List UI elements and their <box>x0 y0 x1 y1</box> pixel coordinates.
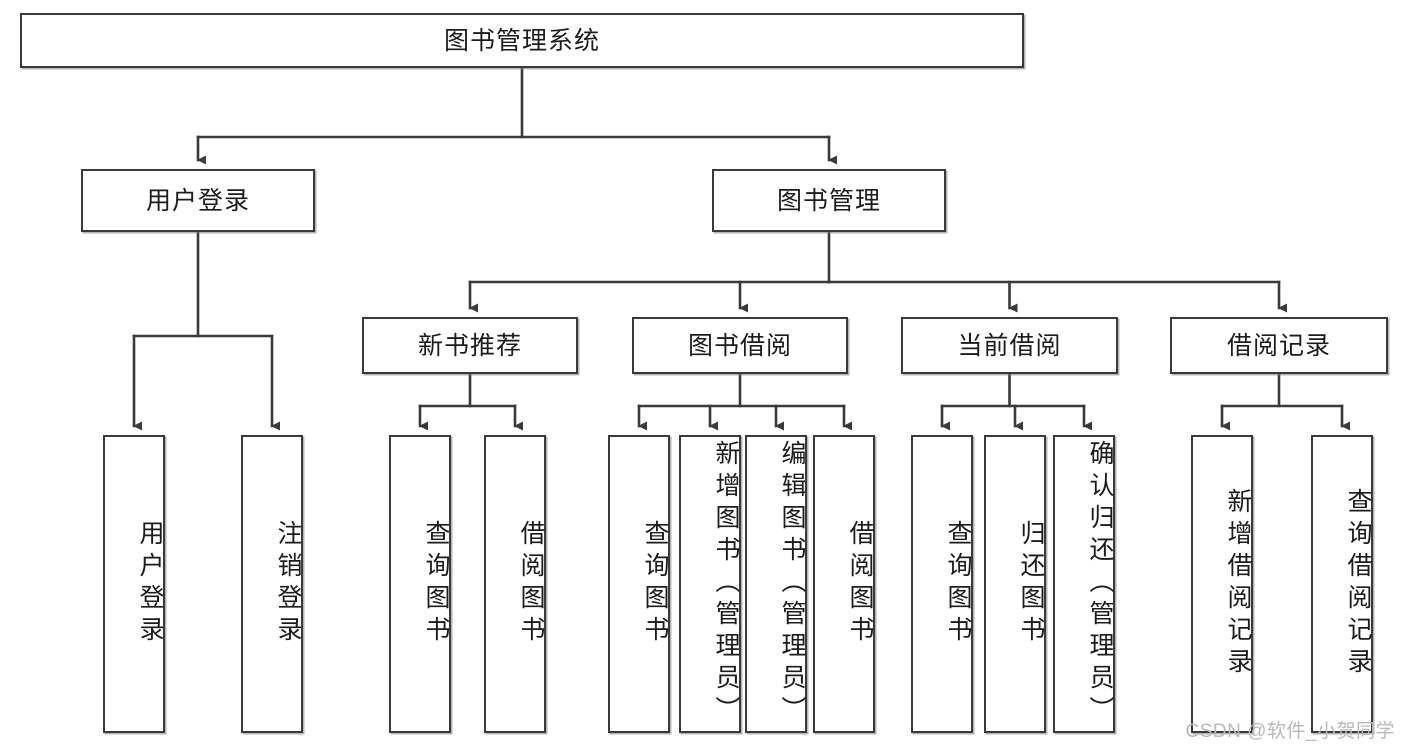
node-leaf-return-book-label: 归还图书 <box>1017 520 1045 648</box>
node-leaf-query-book-2[interactable]: 查询图书 <box>608 435 670 733</box>
node-leaf-edit-book[interactable]: 编辑图书（管理员） <box>745 435 807 733</box>
node-leaf-query-book-3[interactable]: 查询图书 <box>911 435 973 733</box>
node-leaf-user-login-label: 用户登录 <box>136 520 164 648</box>
node-book-management-label: 图书管理 <box>776 186 881 215</box>
node-book-management[interactable]: 图书管理 <box>712 169 946 232</box>
watermark: CSDN @软件_小贺同学 <box>1185 721 1395 742</box>
node-user-login-label: 用户登录 <box>145 186 250 215</box>
node-leaf-add-record-label: 新增借阅记录 <box>1224 488 1252 680</box>
node-leaf-user-login[interactable]: 用户登录 <box>103 435 165 733</box>
node-leaf-query-book-1[interactable]: 查询图书 <box>389 435 451 733</box>
node-new-book-recommend[interactable]: 新书推荐 <box>362 317 578 374</box>
node-leaf-logout[interactable]: 注销登录 <box>241 435 303 733</box>
node-leaf-borrow-book-1[interactable]: 借阅图书 <box>484 435 546 733</box>
node-borrow-record-label: 借阅记录 <box>1226 331 1331 360</box>
node-leaf-query-record-label: 查询借阅记录 <box>1344 488 1372 680</box>
node-root[interactable]: 图书管理系统 <box>20 13 1024 68</box>
node-leaf-add-book[interactable]: 新增图书（管理员） <box>679 435 741 733</box>
node-leaf-query-record[interactable]: 查询借阅记录 <box>1311 435 1373 733</box>
node-book-borrow-label: 图书借阅 <box>687 331 792 360</box>
node-leaf-logout-label: 注销登录 <box>274 520 302 648</box>
node-root-label: 图书管理系统 <box>443 26 600 55</box>
node-book-borrow[interactable]: 图书借阅 <box>632 317 848 374</box>
node-leaf-query-book-3-label: 查询图书 <box>944 520 972 648</box>
node-borrow-record[interactable]: 借阅记录 <box>1170 317 1388 374</box>
node-leaf-borrow-book-2-label: 借阅图书 <box>846 520 874 648</box>
node-user-login[interactable]: 用户登录 <box>81 169 315 232</box>
node-leaf-add-record[interactable]: 新增借阅记录 <box>1191 435 1253 733</box>
node-leaf-borrow-book-2[interactable]: 借阅图书 <box>813 435 875 733</box>
node-current-borrow-label: 当前借阅 <box>957 331 1062 360</box>
node-leaf-confirm-return-label: 确认归还（管理员） <box>1086 440 1114 728</box>
node-leaf-query-book-2-label: 查询图书 <box>641 520 669 648</box>
node-leaf-add-book-label: 新增图书（管理员） <box>712 440 740 728</box>
node-leaf-edit-book-label: 编辑图书（管理员） <box>778 440 806 728</box>
node-leaf-return-book[interactable]: 归还图书 <box>984 435 1046 733</box>
node-leaf-confirm-return[interactable]: 确认归还（管理员） <box>1053 435 1115 733</box>
node-leaf-query-book-1-label: 查询图书 <box>422 520 450 648</box>
node-new-book-recommend-label: 新书推荐 <box>417 331 522 360</box>
node-leaf-borrow-book-1-label: 借阅图书 <box>517 520 545 648</box>
node-current-borrow[interactable]: 当前借阅 <box>901 317 1118 374</box>
